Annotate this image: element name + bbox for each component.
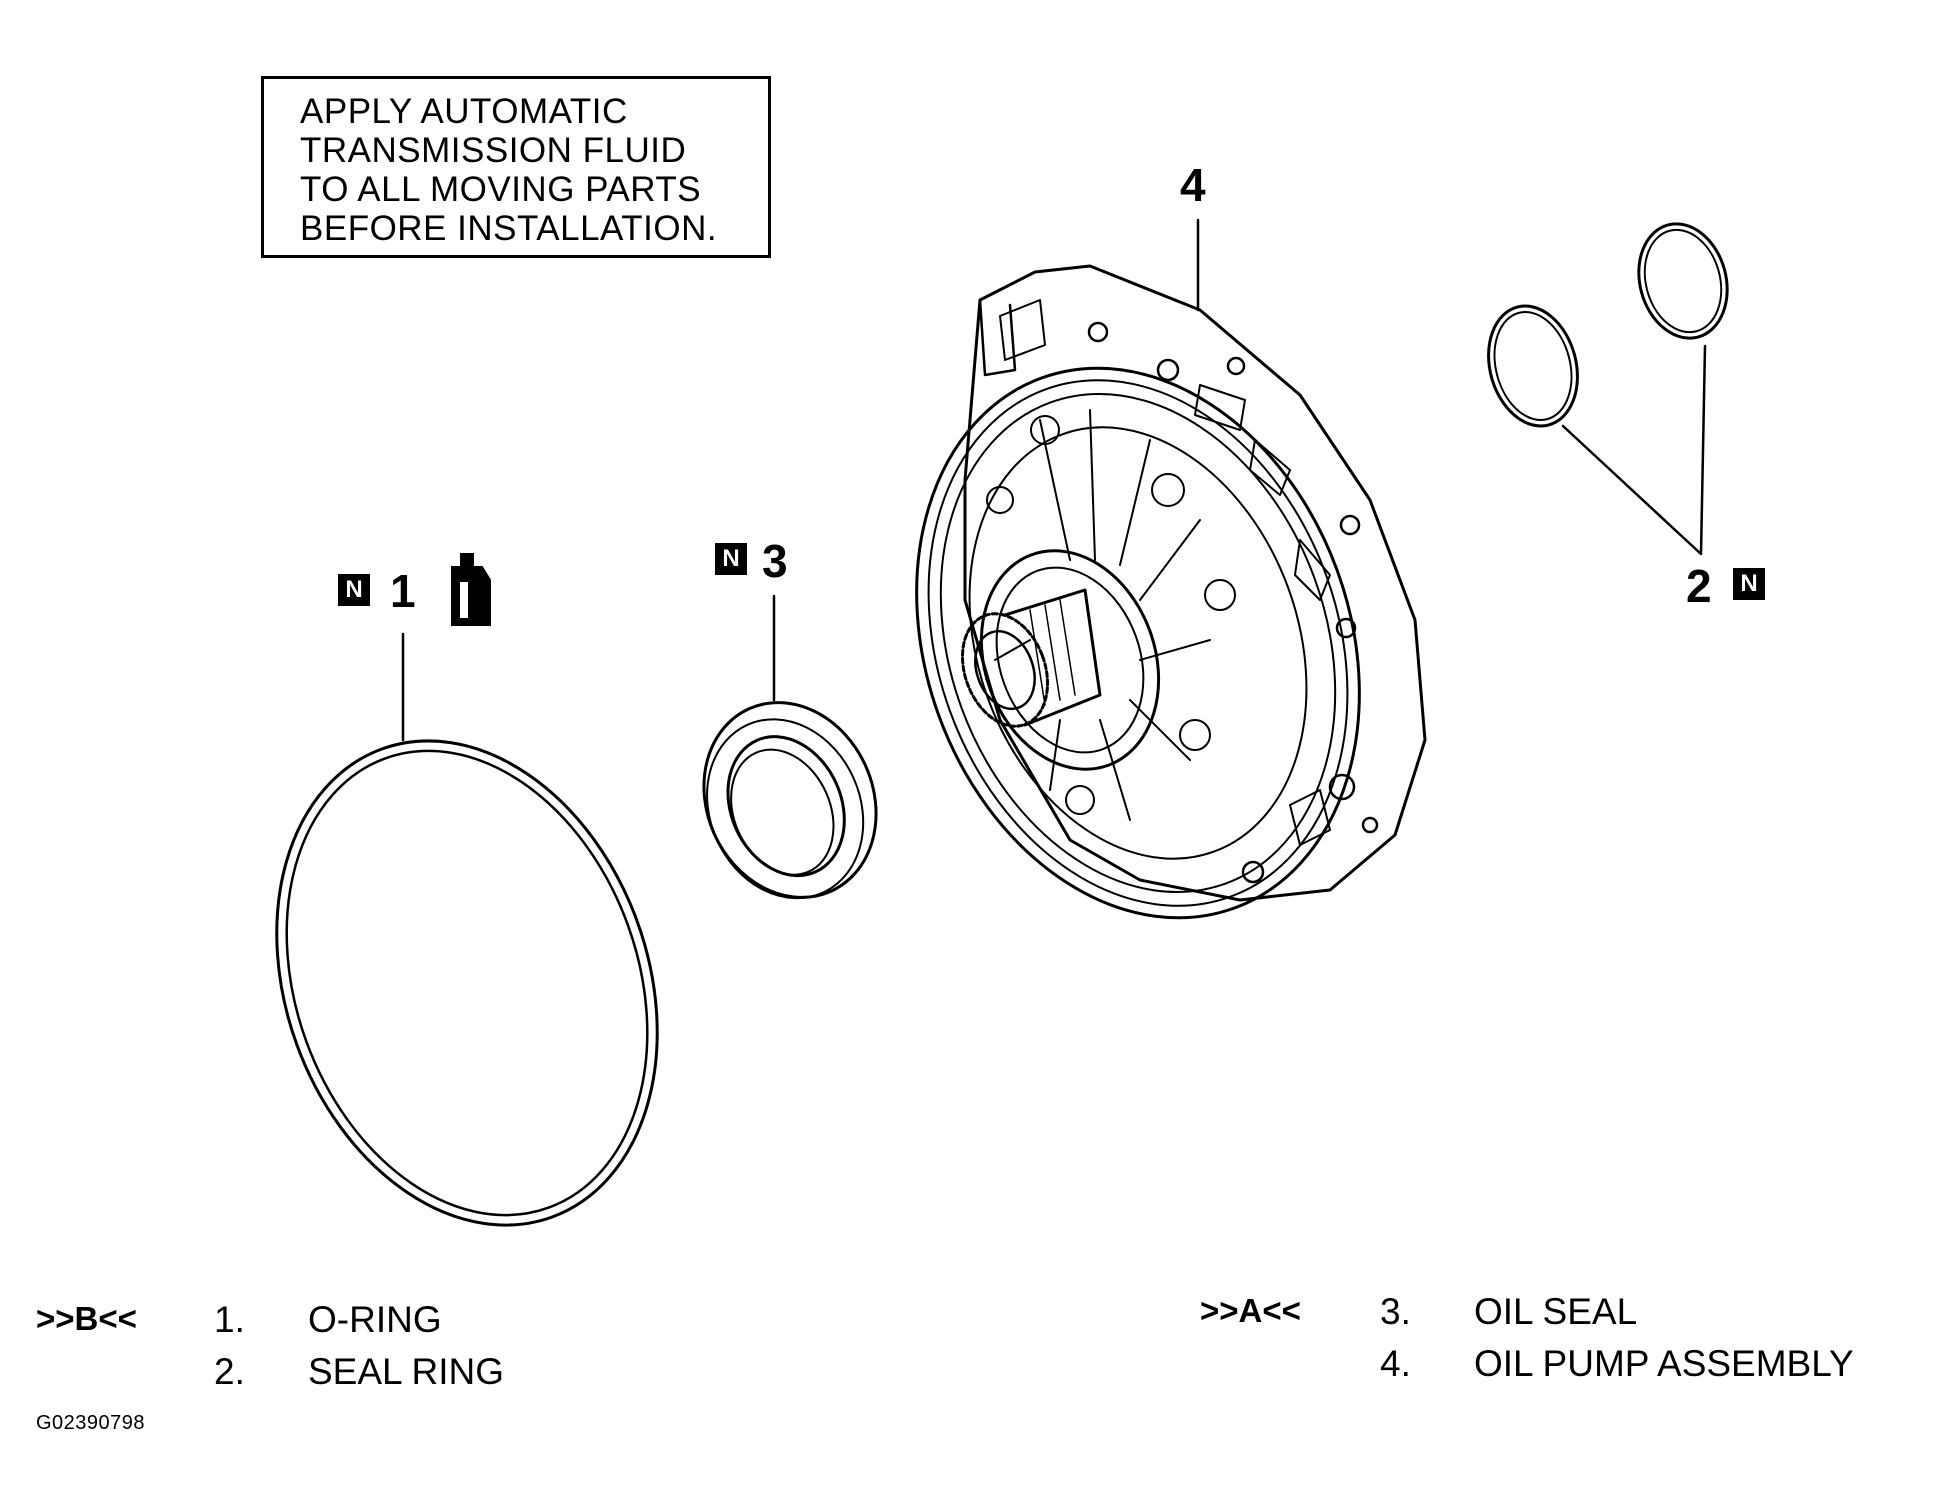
new-part-n-icon: N: [1733, 568, 1765, 600]
oil-pump-assembly-part: [915, 264, 1427, 920]
legend-item-number: 3.: [1380, 1291, 1411, 1332]
seal-ring-part-a: [1487, 304, 1579, 428]
atf-bottle-icon: [451, 553, 491, 626]
callout-part-1: 1: [390, 565, 416, 617]
figure-id: G02390798: [36, 1412, 146, 1434]
note-box: [261, 76, 771, 258]
procedure-ref-b: >>B<<: [36, 1300, 137, 1337]
oil-seal-part: [702, 701, 878, 900]
legend-item: O-RING: [308, 1294, 442, 1346]
new-part-n-icon: N: [715, 543, 747, 575]
legend-right: >>A<<: [1200, 1284, 1301, 1337]
callout-part-3: 3: [762, 535, 788, 587]
legend-item: OIL SEAL: [1474, 1286, 1637, 1338]
legend-item-label: SEAL RING: [308, 1351, 505, 1392]
callout-part-2: 2: [1686, 560, 1712, 612]
procedure-ref-a: >>A<<: [1200, 1292, 1301, 1329]
seal-ring-part-b: [1637, 222, 1729, 340]
legend-item-number: 2.: [214, 1351, 245, 1392]
legend-item: OIL PUMP ASSEMBLY: [1474, 1338, 1854, 1390]
legend-item-label: OIL PUMP ASSEMBLY: [1474, 1343, 1854, 1384]
callout-part-4: 4: [1180, 159, 1206, 211]
legend-item: 3.: [1380, 1286, 1411, 1338]
legend-item-number: 4.: [1380, 1343, 1411, 1384]
installation-note: APPLY AUTOMATIC TRANSMISSION FLUID TO AL…: [300, 92, 717, 248]
note-line: TRANSMISSION FLUID: [300, 131, 687, 170]
legend-item-label: OIL SEAL: [1474, 1291, 1638, 1332]
legend-item-number: 1.: [214, 1299, 245, 1340]
o-ring-part: [275, 739, 659, 1227]
legend-item-label: O-RING: [308, 1299, 442, 1340]
note-line: BEFORE INSTALLATION.: [300, 209, 718, 248]
legend-item: SEAL RING: [308, 1346, 504, 1398]
legend-item: 1.: [214, 1294, 245, 1346]
legend-item: 4.: [1380, 1338, 1411, 1390]
leader-line-part-2: [1561, 344, 1707, 556]
new-part-n-icon: N: [338, 574, 370, 606]
note-line: APPLY AUTOMATIC: [300, 92, 628, 131]
legend-left: >>B<<: [36, 1292, 137, 1345]
note-line: TO ALL MOVING PARTS: [300, 170, 702, 209]
legend-item: 2.: [214, 1346, 245, 1398]
